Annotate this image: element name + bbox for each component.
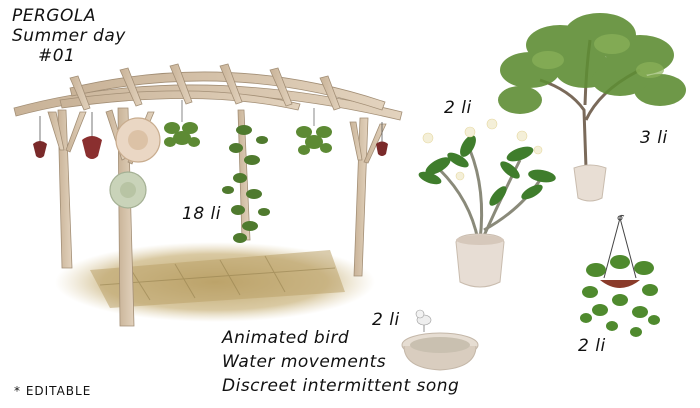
price-pergola: 18 li: [182, 204, 221, 224]
feature-item: Discreet intermittent song: [222, 376, 460, 396]
feature-item: Animated bird: [222, 328, 350, 348]
title-line-2: Summer day: [12, 26, 126, 46]
hanging-basket-icon: [580, 214, 660, 337]
olive-tree-icon: [498, 13, 686, 202]
feature-item: Water movements: [222, 352, 387, 372]
price-plumeria: 2 li: [444, 98, 472, 118]
title-line-1: PERGOLA: [12, 6, 96, 26]
product-title: PERGOLA Summer day #01: [12, 6, 126, 66]
price-olive-tree: 3 li: [640, 128, 668, 148]
potted-plant-icon: [418, 118, 556, 288]
price-bird-bath: 2 li: [372, 310, 400, 330]
price-hanging-plant: 2 li: [578, 336, 606, 356]
editable-note: * EDITABLE: [14, 384, 92, 398]
bird-icon: [415, 309, 432, 332]
hanging-lantern-icon: [33, 112, 388, 159]
straw-hat-icon: [109, 117, 161, 209]
feature-list: Animated bird Water movements Discreet i…: [222, 326, 459, 398]
pergola-ground: [55, 242, 375, 322]
climbing-vine: [222, 125, 270, 243]
pergola-hanging-basket: [164, 100, 332, 155]
bird-bath-icon: [401, 309, 479, 371]
title-line-3: #01: [38, 46, 76, 66]
